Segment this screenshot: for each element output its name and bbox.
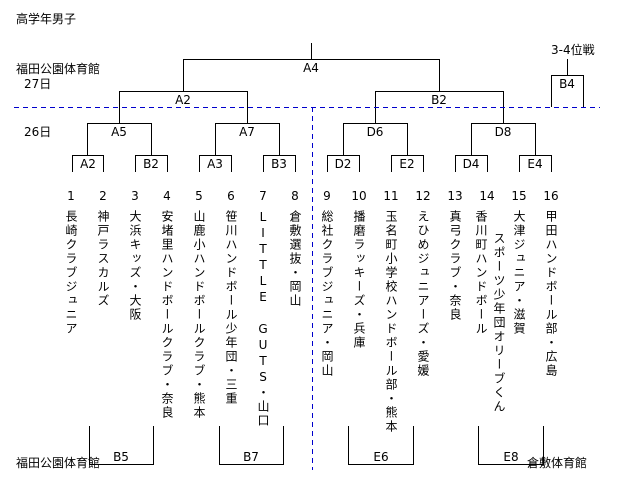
qf-a7-line bbox=[215, 123, 280, 155]
match-label-r1-bottom: E8 bbox=[503, 450, 519, 464]
third-place-line bbox=[551, 59, 584, 107]
r1-box bbox=[455, 155, 488, 172]
team-number: 4 bbox=[163, 189, 171, 203]
team-name: 香川町ハンドボール bbox=[474, 210, 488, 336]
venue-top: 福田公園体育館 bbox=[16, 62, 101, 76]
match-label-r1: E2 bbox=[399, 157, 415, 171]
team-number: 2 bbox=[99, 189, 107, 203]
r1-bottom-box bbox=[478, 426, 544, 465]
r1-bottom-box bbox=[219, 426, 284, 465]
team-number: 14 bbox=[479, 189, 495, 203]
team-number: 3 bbox=[131, 189, 139, 203]
team-number: 15 bbox=[511, 189, 527, 203]
team-name: 玉名町小学校ハンドボール部・熊本 bbox=[384, 210, 398, 434]
team-name-line2: スポーツ少年団オリーブくん bbox=[492, 232, 506, 414]
match-label-r1: D2 bbox=[334, 157, 352, 171]
r1-box bbox=[391, 155, 424, 172]
third-place-label: 3-4位戦 bbox=[551, 43, 595, 57]
page-title: 高学年男子 bbox=[16, 12, 77, 26]
team-name: 倉敷選抜・岡山 bbox=[288, 210, 302, 308]
team-name: 甲田ハンドボール部・広島 bbox=[544, 210, 558, 378]
match-label-third-place: B4 bbox=[559, 77, 575, 91]
match-label-r1-bottom: E6 bbox=[373, 450, 389, 464]
match-label-semi: B2 bbox=[431, 93, 447, 107]
team-name: 神戸ラスカルズ bbox=[96, 210, 110, 308]
r1-box bbox=[519, 155, 552, 172]
team-name: LITTLE GUTS・山口 bbox=[256, 210, 270, 428]
team-number: 7 bbox=[259, 189, 267, 203]
semi-left-line bbox=[119, 91, 248, 123]
qf-a5-line bbox=[87, 123, 152, 155]
match-label-r1-bottom: B7 bbox=[243, 450, 259, 464]
team-number: 6 bbox=[227, 189, 235, 203]
r1-box bbox=[72, 155, 104, 172]
day-27-label: 27日 bbox=[24, 77, 52, 91]
team-name: 播磨ラッキーズ・兵庫 bbox=[352, 210, 366, 350]
match-label-r1: B3 bbox=[271, 157, 287, 171]
match-label-qf: D8 bbox=[494, 125, 512, 139]
venue-bottom-left: 福田公園体育館 bbox=[16, 456, 101, 470]
team-number: 11 bbox=[383, 189, 399, 203]
team-number: 5 bbox=[195, 189, 203, 203]
r1-box bbox=[199, 155, 232, 172]
final-line bbox=[183, 43, 440, 91]
match-label-r1: B2 bbox=[143, 157, 159, 171]
team-number: 13 bbox=[447, 189, 463, 203]
team-number: 8 bbox=[291, 189, 299, 203]
match-label-semi: A2 bbox=[175, 93, 191, 107]
r1-bottom-box bbox=[348, 426, 414, 465]
r1-box bbox=[135, 155, 168, 172]
match-label-qf: D6 bbox=[366, 125, 384, 139]
match-label-qf: A5 bbox=[111, 125, 127, 139]
match-label-r1: A2 bbox=[80, 157, 96, 171]
team-name: 大浜キッズ・大阪 bbox=[128, 210, 142, 322]
match-label-qf: A7 bbox=[239, 125, 255, 139]
team-name: 安堵里ハンドボールクラブ・奈良 bbox=[160, 210, 174, 420]
team-number: 10 bbox=[351, 189, 367, 203]
match-label-r1: D4 bbox=[462, 157, 480, 171]
r1-box bbox=[327, 155, 360, 172]
match-label-r1: A3 bbox=[207, 157, 223, 171]
match-label-r1: E4 bbox=[527, 157, 543, 171]
team-name: 真弓クラブ・奈良 bbox=[448, 210, 462, 322]
team-name: 大津ジュニア・滋賀 bbox=[512, 210, 526, 336]
team-name: 長崎クラブジュニア bbox=[64, 210, 78, 336]
r1-bottom-box bbox=[89, 426, 154, 465]
venue-bottom-right: 倉敷体育館 bbox=[527, 456, 588, 470]
team-name: 笹川ハンドボール少年団・三重 bbox=[224, 210, 238, 406]
match-label-final: A4 bbox=[303, 61, 319, 75]
r1-box bbox=[263, 155, 296, 172]
match-label-r1-bottom: B5 bbox=[113, 450, 129, 464]
team-number: 12 bbox=[415, 189, 431, 203]
qf-d6-line bbox=[343, 123, 408, 155]
team-number: 16 bbox=[543, 189, 559, 203]
team-number: 9 bbox=[323, 189, 331, 203]
team-name: 総社クラブジュニア・岡山 bbox=[320, 210, 334, 378]
team-number: 1 bbox=[67, 189, 75, 203]
qf-d8-line bbox=[471, 123, 536, 155]
day-26-label: 26日 bbox=[24, 125, 52, 139]
team-name: えひめジュニアーズ・愛媛 bbox=[416, 210, 430, 378]
team-name: 山鹿小ハンドボールクラブ・熊本 bbox=[192, 210, 206, 420]
